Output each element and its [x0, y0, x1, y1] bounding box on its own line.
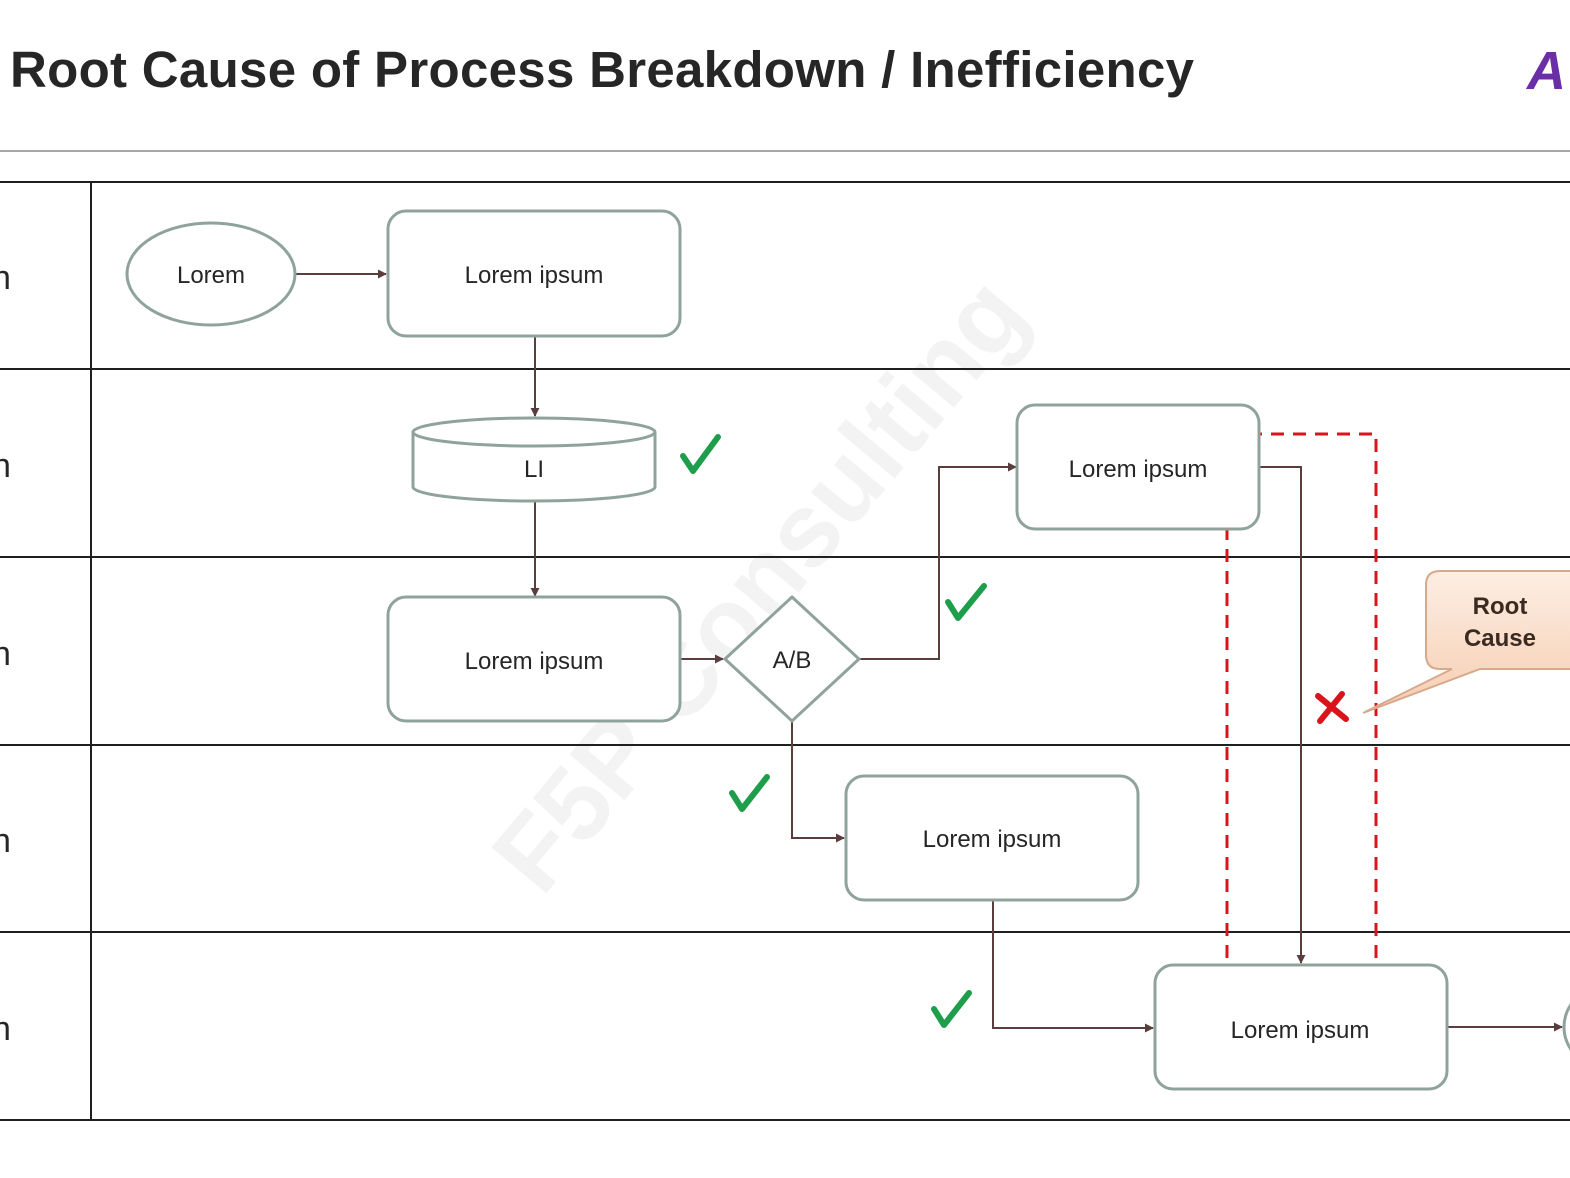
process-step-lower-label: Lorem ipsum	[923, 826, 1062, 853]
decision-node: A/B	[722, 594, 862, 724]
connector	[992, 901, 1154, 1033]
start-node-label: Lorem	[177, 262, 245, 289]
database-node: LI	[411, 416, 657, 503]
swimlane-grid	[0, 181, 1570, 1121]
start-node: Lorem	[125, 221, 297, 327]
process-step-2: Lorem ipsum	[386, 595, 682, 723]
process-step-upper-label: Lorem ipsum	[1069, 456, 1208, 483]
decision-node-label: A/B	[773, 647, 812, 674]
process-step-final: Lorem ipsum	[1153, 963, 1449, 1091]
callout-line-2: Cause	[1464, 625, 1536, 652]
check-mark-icon	[931, 990, 972, 1028]
lane-label-3: n	[0, 635, 11, 673]
process-step-1: Lorem ipsum	[386, 209, 682, 338]
database-node-label: LI	[524, 456, 544, 483]
connectors	[296, 269, 1563, 1033]
brand-logo: A	[1527, 41, 1566, 101]
connector	[791, 721, 845, 843]
title-divider	[0, 150, 1570, 152]
process-step-1-label: Lorem ipsum	[465, 262, 604, 289]
page-title: Root Cause of Process Breakdown / Ineffi…	[10, 41, 1195, 98]
connector	[1260, 466, 1306, 964]
process-step-lower: Lorem ipsum	[844, 774, 1140, 902]
end-node	[1562, 1003, 1570, 1051]
lane-label-5: n	[0, 1010, 11, 1048]
root-cause-highlight	[1225, 432, 1378, 1000]
process-step-2-label: Lorem ipsum	[465, 648, 604, 675]
root-cause-callout: Root Cause	[1362, 570, 1570, 714]
process-step-upper: Lorem ipsum	[1015, 403, 1261, 531]
callout-line-1: Root	[1473, 593, 1528, 620]
check-mark-icon	[945, 583, 987, 621]
check-mark-icon	[680, 434, 721, 474]
lane-label-1: n	[0, 259, 11, 297]
connector	[859, 462, 1017, 660]
lane-label-2: n	[0, 447, 11, 485]
process-step-final-label: Lorem ipsum	[1231, 1017, 1370, 1044]
lane-label-4: n	[0, 822, 11, 860]
cross-mark-icon	[1315, 691, 1349, 724]
check-mark-icon	[729, 774, 770, 812]
